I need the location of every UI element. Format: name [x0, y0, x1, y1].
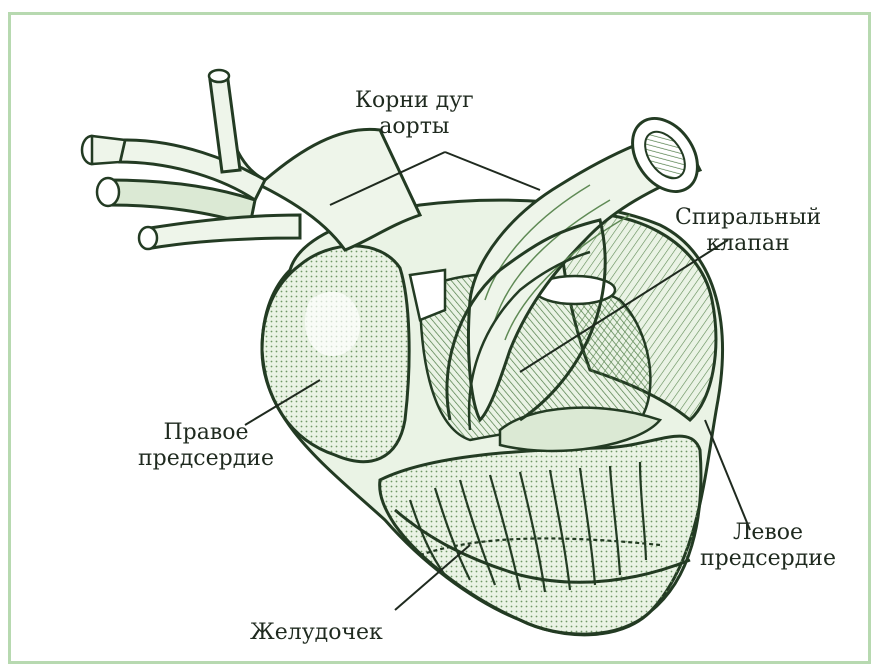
vessel-top-end	[209, 70, 229, 82]
label-spiral-valve-line2: клапан	[675, 231, 821, 257]
label-right-atrium: Правое предсердие	[138, 420, 274, 472]
vessel-lower-end	[139, 227, 157, 249]
label-aortic-roots: Корни дуг аорты	[355, 88, 474, 140]
label-aortic-roots-line1: Корни дуг	[355, 88, 474, 114]
label-right-atrium-line2: предсердие	[138, 446, 274, 472]
label-ventricle: Желудочек	[250, 620, 383, 646]
label-aortic-roots-line2: аорты	[355, 114, 474, 140]
label-spiral-valve: Спиральный клапан	[675, 205, 821, 257]
label-spiral-valve-line1: Спиральный	[675, 205, 821, 231]
vessel-upper-body	[92, 136, 125, 164]
label-left-atrium: Левое предсердие	[700, 520, 836, 572]
vessel-lower	[150, 215, 300, 248]
vessel-middle-end	[97, 178, 119, 206]
label-left-atrium-line2: предсердие	[700, 546, 836, 572]
label-left-atrium-line1: Левое	[700, 520, 836, 546]
label-right-atrium-line1: Правое	[138, 420, 274, 446]
right-atrium-highlight	[305, 292, 360, 356]
